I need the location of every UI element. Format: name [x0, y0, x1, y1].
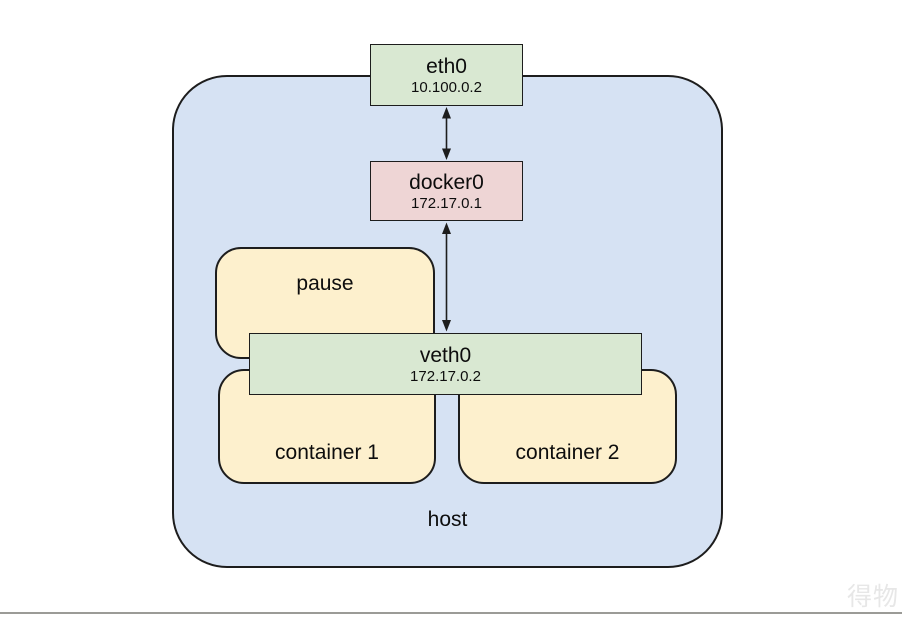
watermark-text: 得物 — [846, 583, 899, 611]
container1-label: container 1 — [275, 441, 379, 464]
docker0-name-label: docker0 — [409, 170, 484, 194]
eth0-node: eth0 10.100.0.2 — [370, 44, 523, 106]
host-label: host — [427, 508, 468, 531]
docker0-node: docker0 172.17.0.1 — [370, 161, 523, 221]
docker0-ip-label: 172.17.0.1 — [411, 194, 482, 212]
veth0-node: veth0 172.17.0.2 — [249, 333, 642, 395]
eth0-ip-label: 10.100.0.2 — [411, 78, 482, 96]
veth0-ip-label: 172.17.0.2 — [410, 367, 481, 385]
veth0-name-label: veth0 — [419, 343, 472, 367]
eth0-name-label: eth0 — [426, 54, 467, 78]
footer-divider-line — [0, 612, 902, 614]
pause-label: pause — [296, 272, 354, 295]
container2-label: container 2 — [515, 441, 620, 464]
